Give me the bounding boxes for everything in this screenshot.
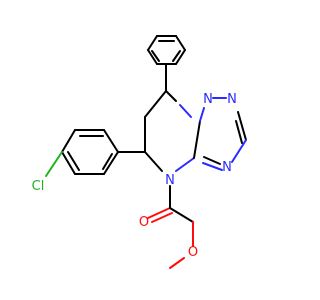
molecule-drawing: N N N N O O Cl bbox=[32, 35, 247, 269]
atom-label-n3: N bbox=[222, 160, 232, 175]
structure-canvas: N N N N O O Cl bbox=[32, 35, 247, 269]
atom-label-cl: Cl bbox=[32, 179, 45, 194]
triazole-ring bbox=[193, 97, 247, 171]
atom-label-n4: N bbox=[165, 173, 175, 188]
methoxyacetyl-chain bbox=[147, 185, 194, 269]
atom-label-o-carbonyl: O bbox=[139, 215, 149, 230]
c-cl-bond bbox=[45, 151, 63, 177]
atom-label-n2: N bbox=[227, 92, 237, 107]
chlorophenyl-ring bbox=[61, 129, 146, 175]
phenyl-ring bbox=[147, 35, 186, 65]
pyrimidine-ring bbox=[144, 90, 195, 172]
atom-label-o-ether: O bbox=[188, 245, 198, 260]
atom-label-n1: N bbox=[203, 92, 213, 107]
